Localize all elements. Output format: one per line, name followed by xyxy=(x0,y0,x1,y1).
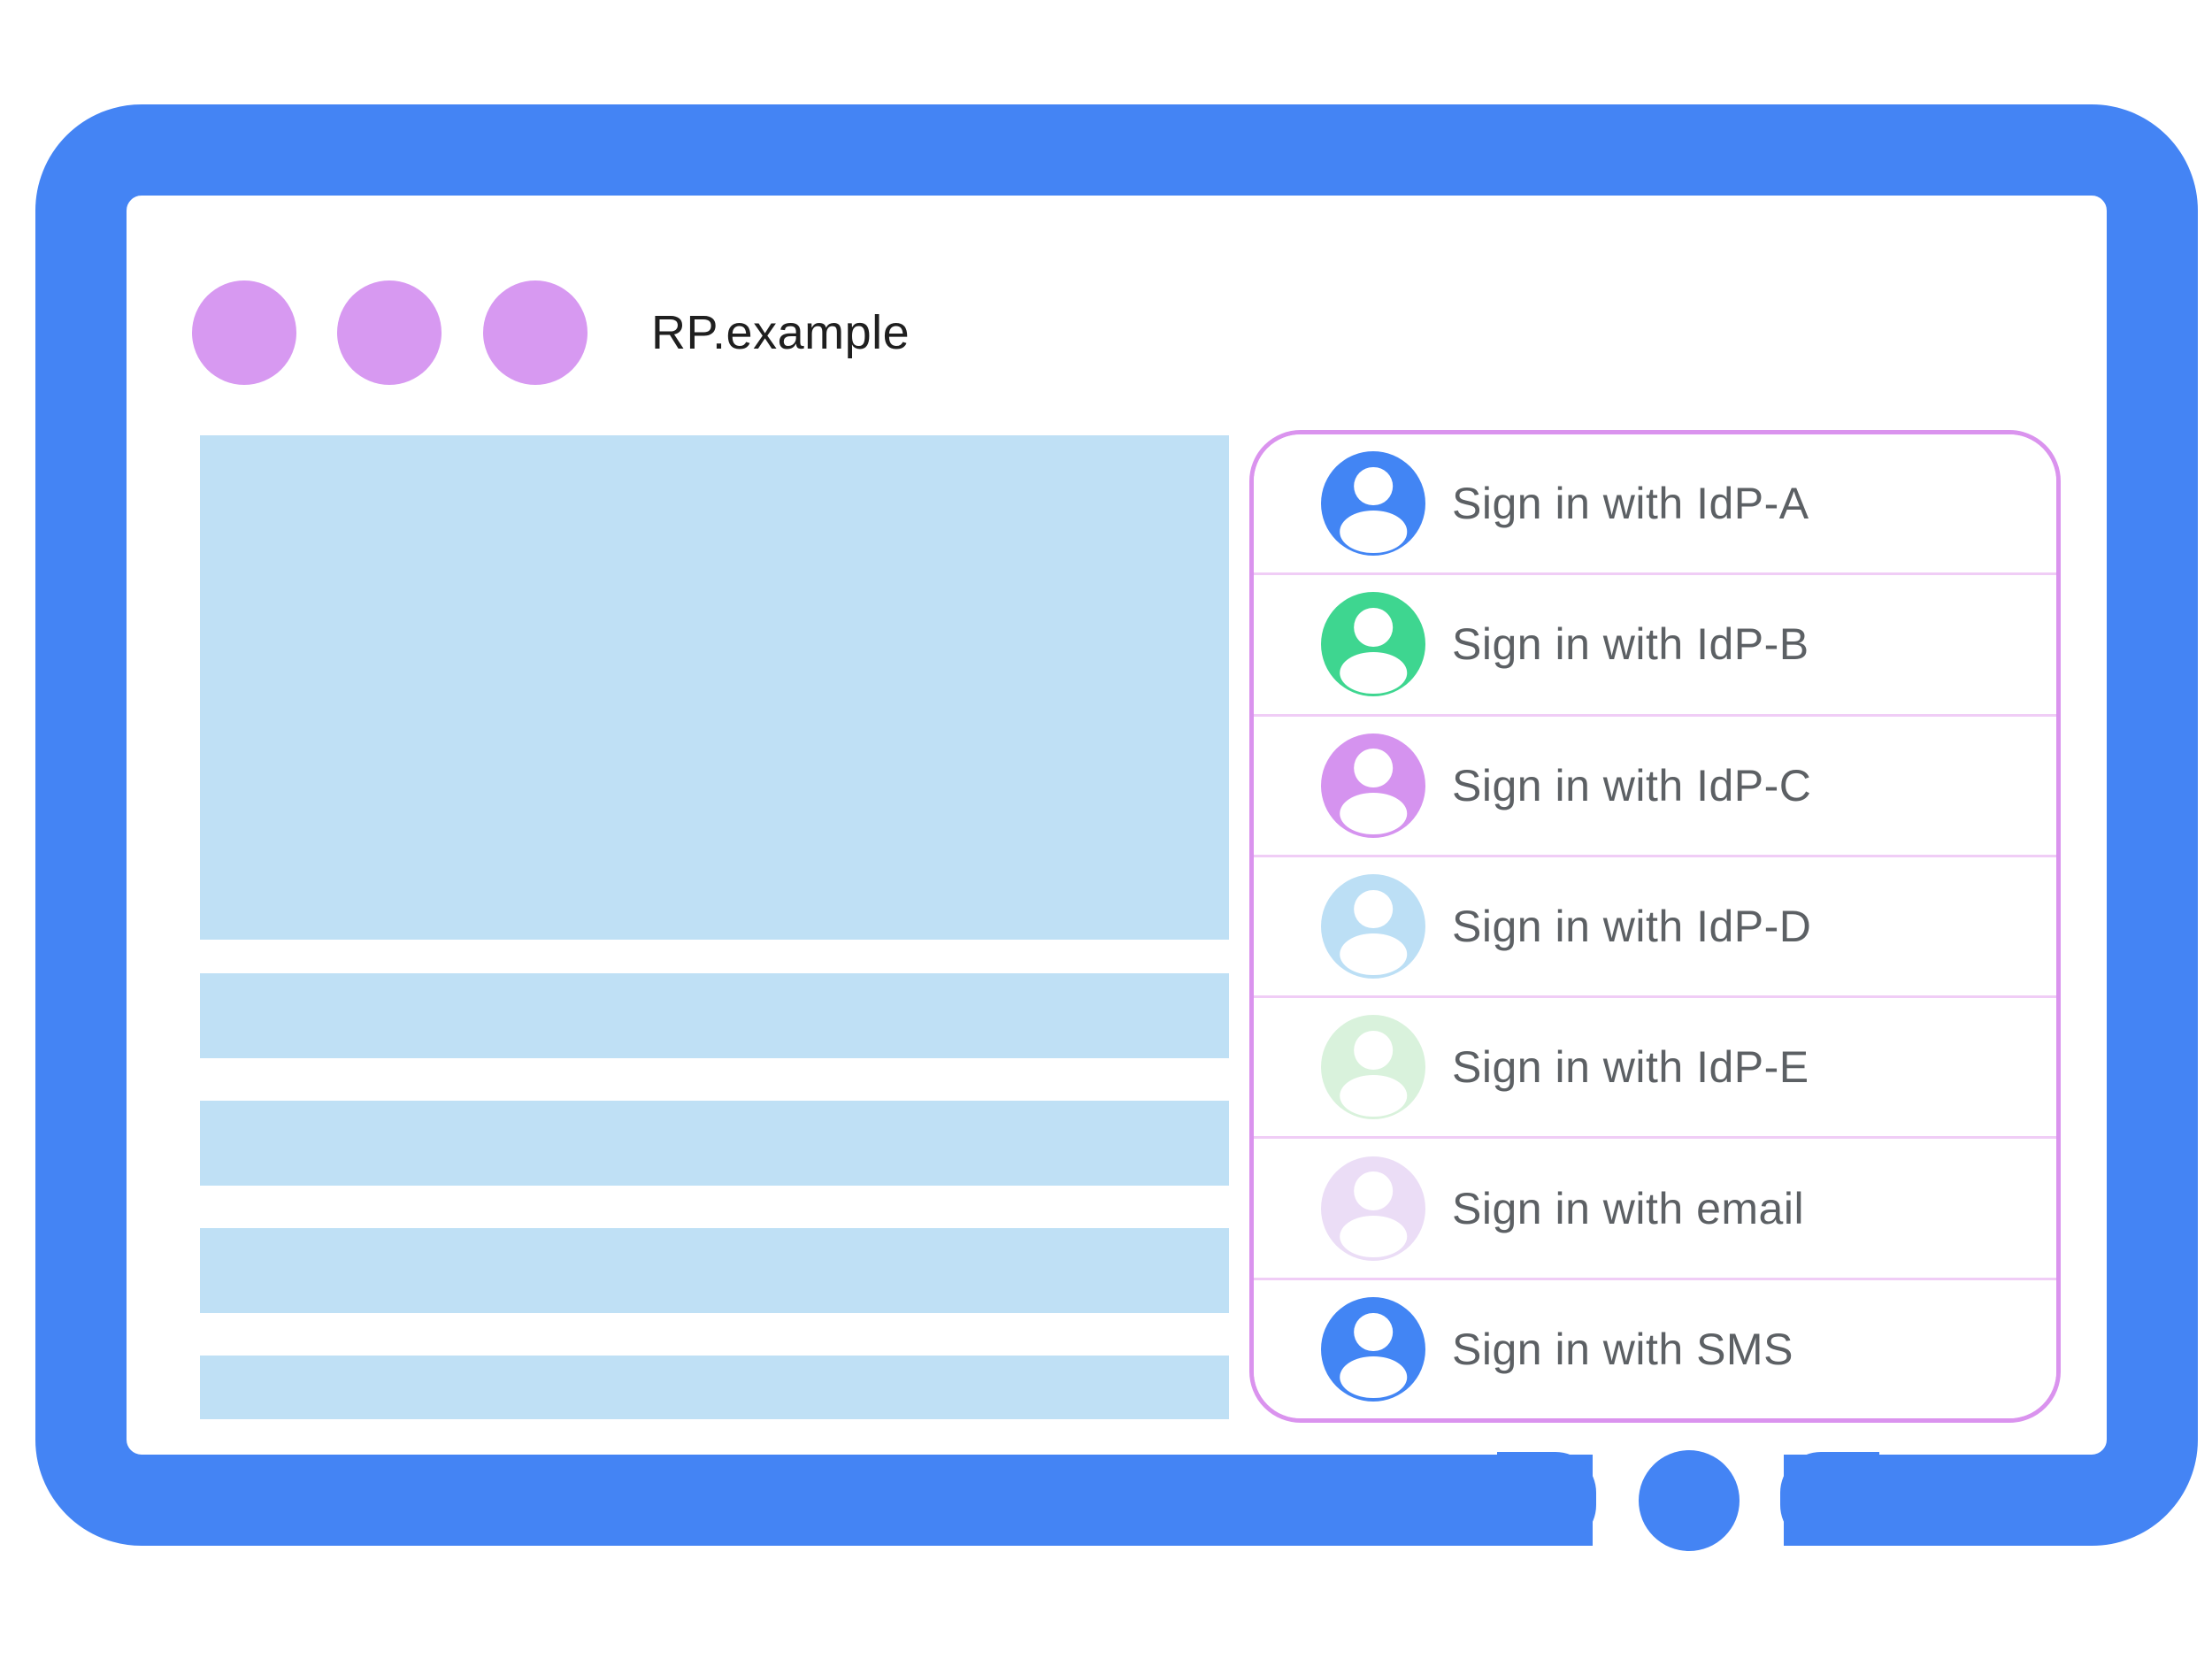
avatar-shoulders xyxy=(1340,1215,1407,1257)
person-avatar-icon xyxy=(1321,592,1425,697)
avatar-head xyxy=(1354,889,1393,929)
content-placeholder-hero xyxy=(200,435,1229,940)
sign-in-dialog: Sign in with IdP-A Sign in with IdP-B Si… xyxy=(1249,430,2061,1423)
avatar-head xyxy=(1354,1312,1393,1352)
sign-in-option-label: Sign in with IdP-C xyxy=(1452,760,1812,810)
avatar-head xyxy=(1354,608,1393,647)
sign-in-option-label: Sign in with email xyxy=(1452,1183,1805,1233)
sign-in-option-label: Sign in with IdP-E xyxy=(1452,1042,1809,1093)
frame-notch-cap-right xyxy=(1780,1452,1879,1546)
person-avatar-icon xyxy=(1321,1015,1425,1120)
avatar-shoulders xyxy=(1340,651,1407,694)
sign-in-option-label: Sign in with IdP-A xyxy=(1452,479,1809,529)
window-control-dot-3[interactable] xyxy=(483,280,588,385)
person-avatar-icon xyxy=(1321,1156,1425,1261)
sign-in-option-label: Sign in with SMS xyxy=(1452,1324,1793,1374)
sign-in-option-label: Sign in with IdP-B xyxy=(1452,619,1809,670)
content-placeholder-line-1 xyxy=(200,973,1229,1058)
window-control-dot-2[interactable] xyxy=(337,280,442,385)
window-titlebar: RP.example xyxy=(0,280,2212,385)
avatar-head xyxy=(1354,1030,1393,1070)
avatar-shoulders xyxy=(1340,933,1407,976)
sign-in-option-idp-e[interactable]: Sign in with IdP-E xyxy=(1254,998,2056,1140)
person-avatar-icon xyxy=(1321,451,1425,557)
avatar-shoulders xyxy=(1340,1356,1407,1399)
sign-in-option-idp-c[interactable]: Sign in with IdP-C xyxy=(1254,716,2056,857)
content-placeholder-line-2 xyxy=(200,1101,1229,1186)
content-placeholder-line-4 xyxy=(200,1356,1229,1419)
avatar-shoulders xyxy=(1340,1074,1407,1117)
person-avatar-icon xyxy=(1321,733,1425,838)
avatar-head xyxy=(1354,466,1393,506)
avatar-head xyxy=(1354,749,1393,788)
window-control-dot-1[interactable] xyxy=(192,280,296,385)
person-avatar-icon xyxy=(1321,873,1425,979)
home-button[interactable] xyxy=(1639,1450,1740,1551)
person-avatar-icon xyxy=(1321,1296,1425,1402)
avatar-shoulders xyxy=(1340,792,1407,835)
content-placeholder-line-3 xyxy=(200,1228,1229,1313)
sign-in-option-idp-a[interactable]: Sign in with IdP-A xyxy=(1254,434,2056,576)
sign-in-option-idp-d[interactable]: Sign in with IdP-D xyxy=(1254,856,2056,999)
sign-in-option-sms[interactable]: Sign in with SMS xyxy=(1254,1279,2056,1418)
sign-in-option-label: Sign in with IdP-D xyxy=(1452,901,1812,951)
frame-notch-cap-left xyxy=(1497,1452,1596,1546)
page-title: RP.example xyxy=(651,306,910,359)
avatar-shoulders xyxy=(1340,511,1407,553)
sign-in-option-email[interactable]: Sign in with email xyxy=(1254,1139,2056,1280)
sign-in-option-idp-b[interactable]: Sign in with IdP-B xyxy=(1254,575,2056,717)
avatar-head xyxy=(1354,1171,1393,1210)
